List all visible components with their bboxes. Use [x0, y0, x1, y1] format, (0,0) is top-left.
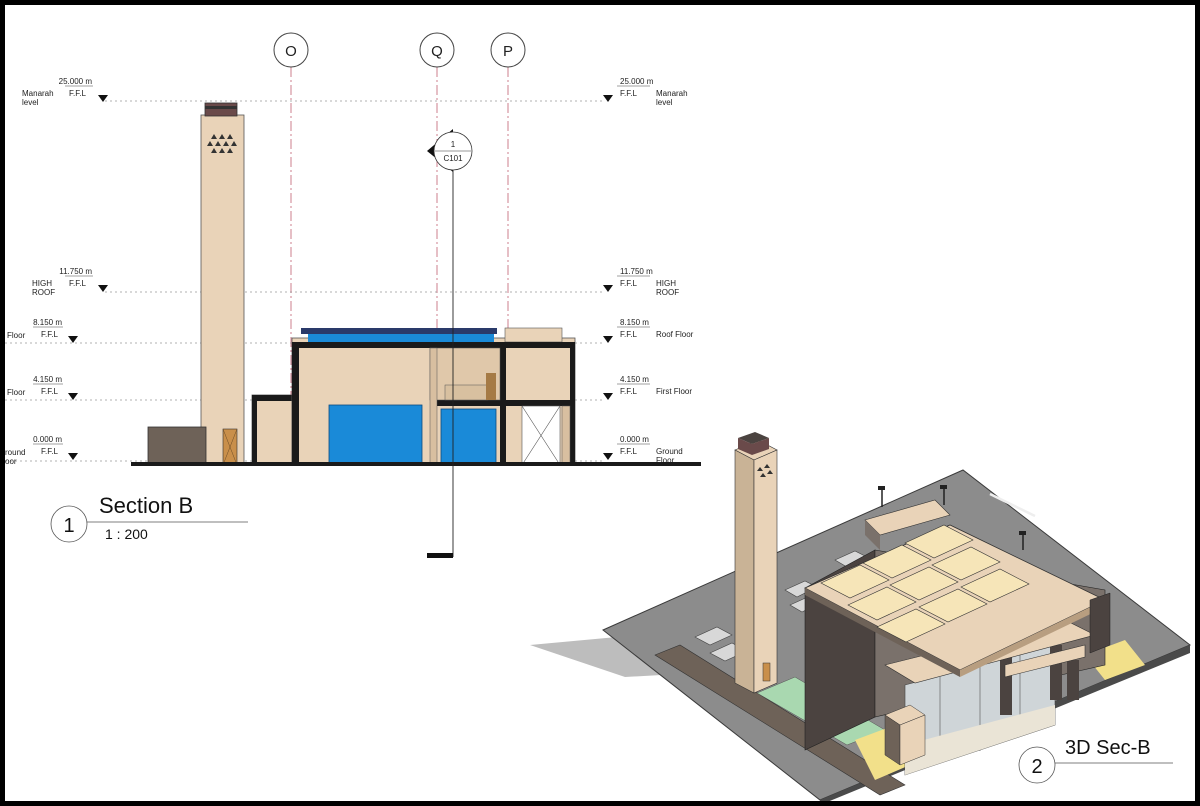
drawing-canvas: O Q P 25.000 m F.F.L Manarah level 11.75…	[5, 32, 1191, 801]
level-marker-icon	[603, 285, 613, 292]
level-name: Manarah	[22, 89, 54, 98]
ground-line	[131, 462, 701, 466]
level-name: Ground	[656, 447, 683, 456]
level-value: 25.000 m	[620, 77, 654, 86]
level-marker-icon	[603, 336, 613, 343]
minaret-top	[204, 102, 238, 117]
level-head-right-manarah[interactable]: 25.000 m F.F.L Manarah level	[603, 77, 688, 107]
level-name-2: Floor	[656, 456, 675, 465]
low-wing	[251, 394, 293, 466]
level-name-2: level	[656, 98, 673, 107]
level-ffl: F.F.L	[41, 330, 58, 339]
minaret-pattern-icon	[207, 134, 237, 153]
level-marker-icon	[603, 453, 613, 460]
level-name: HIGH	[32, 279, 52, 288]
level-name: Floor	[7, 331, 26, 340]
level-ffl: F.F.L	[620, 89, 637, 98]
view-title: Section B	[99, 493, 193, 518]
section-number: 1	[451, 140, 456, 149]
level-name: round	[5, 448, 25, 457]
view-number: 2	[1031, 756, 1042, 778]
level-head-left-manarah[interactable]: 25.000 m F.F.L Manarah level	[22, 77, 108, 107]
level-head-right-first[interactable]: 4.150 m F.F.L First Floor	[603, 375, 692, 400]
grid-label-p: P	[503, 43, 513, 60]
level-marker-icon	[603, 95, 613, 102]
level-name-2: ROOF	[32, 288, 55, 297]
level-name: Floor	[7, 388, 26, 397]
view-title-3d-sec-b[interactable]: 2 3D Sec-B	[1018, 737, 1173, 784]
level-head-left-first[interactable]: 4.150 m F.F.L Floor	[7, 375, 78, 400]
level-marker-icon	[68, 393, 78, 400]
level-ffl: F.F.L	[41, 447, 58, 456]
grid-bubble-o[interactable]: O	[273, 32, 309, 68]
level-value: 11.750 m	[59, 267, 92, 276]
blue-wall-right	[440, 408, 497, 466]
wall-section	[292, 342, 299, 465]
level-value: 4.150 m	[620, 375, 649, 384]
level-value: 25.000 m	[59, 77, 93, 86]
level-marker-icon	[68, 336, 78, 343]
level-marker-icon	[98, 285, 108, 292]
drawing-sheet: O Q P 25.000 m F.F.L Manarah level 11.75…	[5, 5, 1195, 801]
grid-label-q: Q	[431, 43, 443, 60]
level-head-right-high-roof[interactable]: 11.750 m F.F.L HIGH ROOF	[603, 267, 679, 297]
level-head-right-ground[interactable]: 0.000 m F.F.L Ground Floor	[603, 435, 683, 465]
level-marker-icon	[98, 95, 108, 102]
level-name: Manarah	[656, 89, 688, 98]
level-name: First Floor	[656, 387, 692, 396]
level-ffl: F.F.L	[620, 447, 637, 456]
section-b-building	[131, 102, 701, 466]
level-value: 8.150 m	[33, 318, 62, 327]
level-ffl: F.F.L	[620, 387, 637, 396]
minaret-3d	[734, 449, 755, 694]
level-ffl: F.F.L	[620, 330, 637, 339]
grid-label-o: O	[285, 43, 297, 60]
level-name: Roof Floor	[656, 330, 694, 339]
level-value: 0.000 m	[33, 435, 62, 444]
view-title: 3D Sec-B	[1065, 737, 1151, 759]
level-name-2: level	[22, 98, 39, 107]
annex-block	[147, 426, 207, 466]
level-marker-icon	[603, 393, 613, 400]
level-name-2: oor	[5, 457, 17, 466]
view-number: 1	[63, 515, 74, 537]
blue-wall-left	[328, 404, 423, 466]
level-head-left-ground[interactable]: 0.000 m F.F.L round oor	[5, 435, 78, 466]
level-name: HIGH	[656, 279, 676, 288]
minaret	[200, 114, 245, 466]
level-value: 11.750 m	[620, 267, 653, 276]
roof-cap	[301, 328, 497, 334]
level-value: 4.150 m	[33, 375, 62, 384]
level-value: 8.150 m	[620, 318, 649, 327]
level-ffl: F.F.L	[620, 279, 637, 288]
view-title-section-b[interactable]: 1 Section B 1 : 200	[50, 493, 248, 543]
level-ffl: F.F.L	[69, 279, 86, 288]
level-head-left-roof[interactable]: 8.150 m F.F.L Floor	[7, 318, 78, 343]
roof-panels	[820, 524, 1030, 643]
roof-slab	[292, 342, 575, 348]
level-ffl: F.F.L	[41, 387, 58, 396]
section-sheet: C101	[443, 154, 463, 163]
level-ffl: F.F.L	[69, 89, 86, 98]
level-value: 0.000 m	[620, 435, 649, 444]
grid-bubble-p[interactable]: P	[490, 32, 526, 68]
axonometric-3d-view	[530, 432, 1191, 801]
level-head-right-roof[interactable]: 8.150 m F.F.L Roof Floor	[603, 318, 694, 343]
level-name-2: ROOF	[656, 288, 679, 297]
section-marker[interactable]: 1 C101	[427, 129, 473, 558]
grid-bubble-q[interactable]: Q	[419, 32, 455, 68]
level-marker-icon	[68, 453, 78, 460]
level-head-left-high-roof[interactable]: 11.750 m F.F.L HIGH ROOF	[32, 267, 108, 297]
view-scale: 1 : 200	[105, 526, 148, 542]
